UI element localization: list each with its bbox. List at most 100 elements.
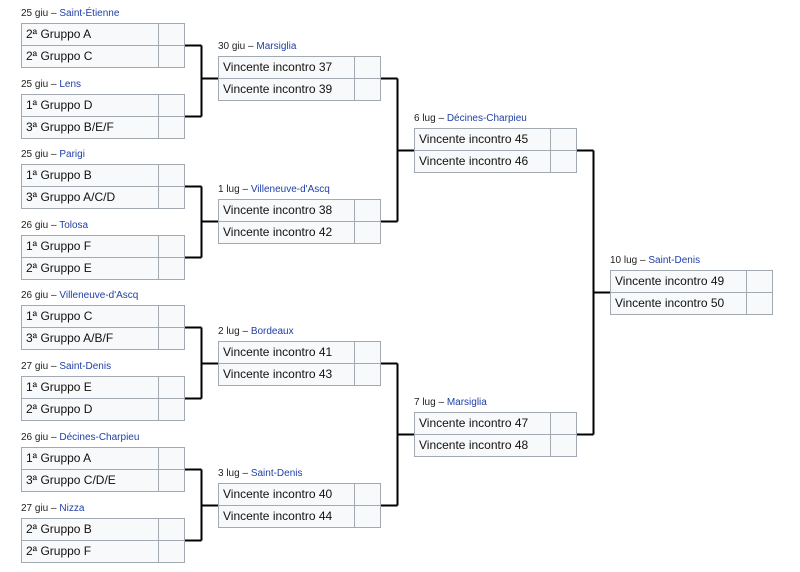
score-cell: [159, 235, 185, 258]
match-date: 30 giu: [218, 41, 246, 52]
score-cell: [355, 506, 381, 528]
date-venue-separator: –: [48, 8, 60, 19]
score-cell: [159, 447, 185, 470]
team-name: Vincente incontro 46: [414, 151, 551, 173]
venue-link[interactable]: Saint-Denis: [59, 361, 112, 372]
score-cell: [159, 518, 185, 541]
team-name: Vincente incontro 39: [218, 79, 355, 101]
team-name: Vincente incontro 43: [218, 364, 355, 386]
team-name: Vincente incontro 50: [610, 293, 747, 315]
score-cell: [747, 270, 773, 293]
score-cell: [355, 222, 381, 244]
team-row: Vincente incontro 41: [218, 341, 381, 364]
match-label: 6 lug – Décines-Charpieu: [414, 113, 527, 125]
team-row: 1ª Gruppo B: [21, 164, 185, 187]
venue-link[interactable]: Villeneuve-d'Ascq: [59, 290, 139, 301]
match-label: 27 giu – Nizza: [21, 503, 84, 515]
match-label: 1 lug – Villeneuve-d'Ascq: [218, 184, 330, 196]
score-cell: [355, 483, 381, 506]
team-row: 1ª Gruppo F: [21, 235, 185, 258]
venue-link[interactable]: Marsiglia: [256, 41, 297, 52]
team-row: 3ª Gruppo A/C/D: [21, 187, 185, 209]
team-row: Vincente incontro 39: [218, 79, 381, 101]
match-date: 1 lug: [218, 184, 240, 195]
team-row: Vincente incontro 44: [218, 506, 381, 528]
venue-link[interactable]: Décines-Charpieu: [446, 113, 527, 124]
date-venue-separator: –: [239, 326, 251, 337]
venue-link[interactable]: Parigi: [59, 149, 85, 160]
date-venue-separator: –: [48, 149, 60, 160]
venue-link[interactable]: Tolosa: [59, 220, 89, 231]
score-cell: [159, 187, 185, 209]
score-cell: [159, 328, 185, 350]
venue-link[interactable]: Saint-Denis: [648, 255, 701, 266]
venue-link[interactable]: Nizza: [59, 503, 85, 514]
venue-link[interactable]: Lens: [59, 79, 82, 90]
team-row: 1ª Gruppo C: [21, 305, 185, 328]
team-row: Vincente incontro 40: [218, 483, 381, 506]
team-row: Vincente incontro 47: [414, 412, 577, 435]
match-label: 3 lug – Saint-Denis: [218, 468, 303, 480]
score-cell: [355, 364, 381, 386]
team-name: 2ª Gruppo B: [21, 518, 159, 541]
team-row: Vincente incontro 46: [414, 151, 577, 173]
team-name: 2ª Gruppo A: [21, 23, 159, 46]
venue-link[interactable]: Saint-Étienne: [59, 8, 120, 19]
date-venue-separator: –: [48, 503, 60, 514]
match-date: 27 giu: [21, 503, 49, 514]
match-label: 25 giu – Parigi: [21, 149, 85, 161]
score-cell: [355, 199, 381, 222]
team-row: Vincente incontro 37: [218, 56, 381, 79]
team-name: Vincente incontro 44: [218, 506, 355, 528]
date-venue-separator: –: [239, 468, 251, 479]
venue-link[interactable]: Villeneuve-d'Ascq: [250, 184, 330, 195]
match-label: 27 giu – Saint-Denis: [21, 361, 111, 373]
match-date: 7 lug: [414, 397, 436, 408]
team-row: 2ª Gruppo C: [21, 46, 185, 68]
score-cell: [159, 541, 185, 563]
team-name: Vincente incontro 38: [218, 199, 355, 222]
match-label: 26 giu – Villeneuve-d'Ascq: [21, 290, 138, 302]
team-row: Vincente incontro 42: [218, 222, 381, 244]
match-date: 27 giu: [21, 361, 49, 372]
score-cell: [159, 258, 185, 280]
match-date: 26 giu: [21, 290, 49, 301]
match-label: 26 giu – Tolosa: [21, 220, 88, 232]
venue-link[interactable]: Marsiglia: [446, 397, 487, 408]
team-row: Vincente incontro 45: [414, 128, 577, 151]
team-row: Vincente incontro 49: [610, 270, 773, 293]
match-date: 26 giu: [21, 432, 49, 443]
match-label: 10 lug – Saint-Denis: [610, 255, 700, 267]
match-date: 3 lug: [218, 468, 240, 479]
team-row: 2ª Gruppo A: [21, 23, 185, 46]
venue-link[interactable]: Saint-Denis: [250, 468, 303, 479]
venue-link[interactable]: Bordeaux: [250, 326, 294, 337]
team-row: Vincente incontro 50: [610, 293, 773, 315]
score-cell: [355, 341, 381, 364]
team-name: Vincente incontro 40: [218, 483, 355, 506]
date-venue-separator: –: [435, 397, 447, 408]
venue-link[interactable]: Décines-Charpieu: [59, 432, 140, 443]
score-cell: [159, 117, 185, 139]
score-cell: [159, 164, 185, 187]
team-row: 2ª Gruppo B: [21, 518, 185, 541]
match-label: 30 giu – Marsiglia: [218, 41, 296, 53]
team-name: Vincente incontro 48: [414, 435, 551, 457]
score-cell: [551, 435, 577, 457]
score-cell: [159, 305, 185, 328]
match-date: 25 giu: [21, 149, 49, 160]
team-row: Vincente incontro 48: [414, 435, 577, 457]
score-cell: [159, 46, 185, 68]
team-name: 2ª Gruppo D: [21, 399, 159, 421]
